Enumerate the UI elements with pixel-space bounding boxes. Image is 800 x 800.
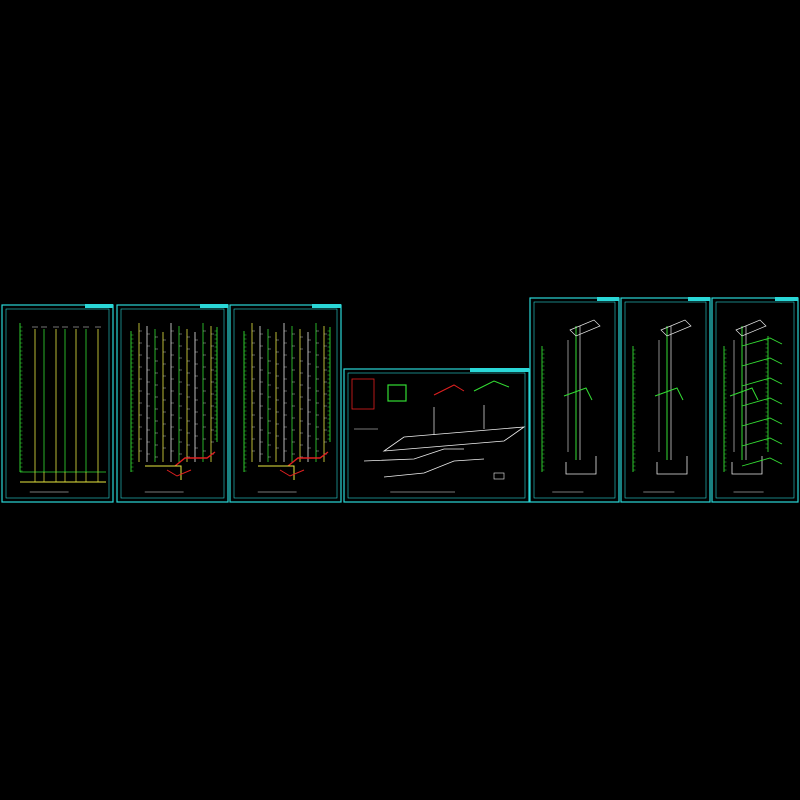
sheet-border: [120, 308, 225, 499]
sheet-5: [529, 297, 620, 503]
branch-pipe: [741, 437, 783, 447]
manifold-pipe: [166, 469, 192, 477]
manifold-pipe: [279, 469, 305, 477]
sheet-border: [533, 301, 616, 499]
pump-detail: [387, 384, 407, 402]
sheet-7: [711, 297, 799, 503]
sheet-6: [620, 297, 711, 503]
legend-box: [493, 472, 505, 480]
sheet-border: [347, 372, 526, 499]
sheet-2: [116, 304, 229, 503]
manifold-pipe: [287, 451, 329, 467]
detail-box: [351, 378, 375, 410]
detail-pipe: [473, 380, 510, 392]
title-block-bar: [597, 297, 619, 301]
base-header: [656, 456, 688, 475]
branch-pipe: [729, 387, 759, 401]
sheet-4: [343, 368, 530, 503]
title-block-bar: [775, 297, 798, 301]
tank-iso: [660, 319, 692, 337]
branch-pipe: [741, 337, 783, 347]
branch-pipe: [654, 387, 684, 401]
sheet-border: [624, 301, 707, 499]
title-block-bar: [200, 304, 228, 308]
sheet-frame: [1, 304, 114, 503]
branch-pipe: [741, 417, 783, 427]
sheet-frame: [711, 297, 799, 503]
iso-branch: [383, 458, 485, 478]
title-block-bar: [312, 304, 341, 308]
iso-branch: [363, 448, 464, 462]
sheet-frame: [229, 304, 342, 503]
base-header: [565, 456, 597, 475]
sheet-border: [233, 308, 338, 499]
iso-main-loop: [382, 426, 526, 452]
branch-pipe: [741, 457, 783, 467]
branch-pipe: [563, 387, 593, 401]
sheet-frame: [620, 297, 711, 503]
title-block-bar: [688, 297, 710, 301]
sheet-frame: [116, 304, 229, 503]
sheet-border: [715, 301, 795, 499]
detail-pipe: [433, 384, 465, 396]
sheet-border: [5, 308, 110, 499]
drawing-sheets: [1, 297, 799, 503]
sheet-frame: [343, 368, 530, 503]
sheet-3: [229, 304, 342, 503]
manifold-pipe: [174, 451, 216, 467]
header-pipe: [145, 465, 182, 480]
base-header: [731, 456, 763, 475]
title-block-bar: [85, 304, 113, 308]
sheet-frame: [529, 297, 620, 503]
sheet-1: [1, 304, 114, 503]
tank-iso: [569, 319, 601, 337]
title-block-bar: [470, 368, 529, 372]
header-pipe: [258, 465, 295, 480]
branch-pipe: [741, 397, 783, 407]
branch-pipe: [741, 377, 783, 387]
tank-iso: [735, 319, 767, 337]
branch-pipe: [741, 357, 783, 367]
